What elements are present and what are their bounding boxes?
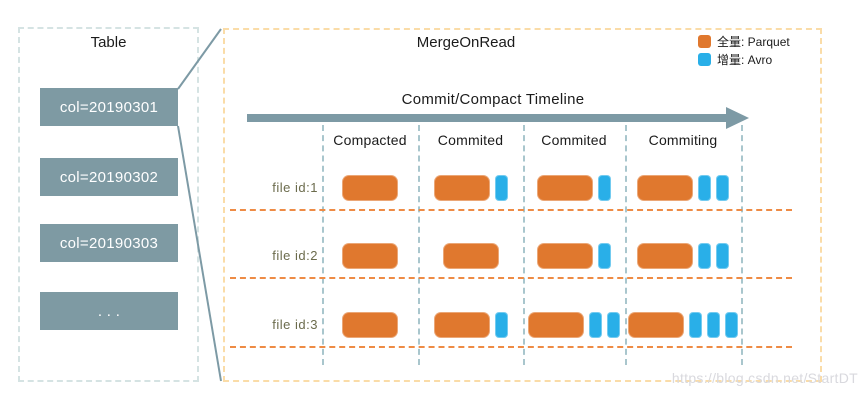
avro-file-icon	[716, 175, 729, 201]
file-cell-r1-c3	[523, 175, 625, 201]
parquet-file-icon	[342, 243, 398, 269]
avro-file-icon	[698, 243, 711, 269]
avro-swatch-icon	[698, 52, 711, 66]
column-guide-2	[418, 125, 420, 365]
file-cell-r2-c4	[625, 243, 741, 269]
file-cell-r3-c2	[418, 312, 523, 338]
avro-file-icon	[725, 312, 738, 338]
file-cell-r1-c1	[322, 175, 418, 201]
column-guide-5	[741, 125, 743, 365]
table-panel-title: Table	[90, 34, 127, 51]
column-header-2: Commited	[437, 132, 504, 148]
file-cell-r3-c1	[322, 312, 418, 338]
file-row-2	[322, 243, 741, 269]
column-guide-4	[625, 125, 627, 365]
parquet-file-icon	[433, 175, 490, 201]
avro-file-icon	[598, 175, 611, 201]
avro-file-icon	[707, 312, 720, 338]
parquet-file-icon	[537, 175, 593, 201]
parquet-file-icon	[628, 312, 684, 338]
avro-file-icon	[716, 243, 729, 269]
partition-box-2: col=20190302	[40, 158, 178, 196]
file-id-label-2: file id:2	[272, 248, 318, 263]
row-separator-3	[230, 346, 792, 348]
legend-item-1: 全量: Parquet	[698, 33, 790, 49]
parquet-file-icon	[637, 175, 693, 201]
timeline-label: Commit/Compact Timeline	[401, 91, 585, 108]
legend: 全量: Parquet 增量: Avro	[698, 33, 790, 69]
column-guide-1	[322, 125, 324, 365]
column-header-3: Commited	[541, 132, 607, 148]
file-id-label-3: file id:3	[272, 317, 318, 332]
parquet-file-icon	[433, 312, 490, 338]
partition-box-1: col=20190301	[40, 88, 178, 126]
legend-label: 全量: Parquet	[717, 34, 790, 49]
parquet-file-icon	[637, 243, 693, 269]
partition-box-4: . . .	[40, 292, 178, 330]
column-guide-3	[523, 125, 525, 365]
file-cell-r3-c4	[625, 312, 741, 338]
file-id-label-1: file id:1	[272, 180, 318, 195]
parquet-swatch-icon	[698, 34, 711, 48]
row-separator-2	[230, 277, 792, 279]
parquet-file-icon	[342, 312, 398, 338]
partition-box-3: col=20190303	[40, 224, 178, 262]
watermark: https://blog.csdn.net/StartDT	[671, 370, 858, 386]
file-cell-r3-c3	[523, 312, 625, 338]
file-row-3	[322, 312, 741, 338]
column-header-1: Compacted	[333, 132, 407, 148]
row-separator-1	[230, 209, 792, 211]
avro-file-icon	[494, 312, 508, 338]
avro-file-icon	[598, 243, 611, 269]
column-header-4: Commiting	[648, 132, 718, 148]
file-cell-r2-c3	[523, 243, 625, 269]
file-row-1	[322, 175, 741, 201]
file-cell-r1-c4	[625, 175, 741, 201]
file-cell-r2-c2	[418, 243, 523, 269]
avro-file-icon	[698, 175, 711, 201]
avro-file-icon	[494, 175, 508, 201]
parquet-file-icon	[442, 243, 499, 269]
file-cell-r1-c2	[418, 175, 523, 201]
avro-file-icon	[689, 312, 702, 338]
parquet-file-icon	[528, 312, 584, 338]
file-cell-r2-c1	[322, 243, 418, 269]
avro-file-icon	[607, 312, 620, 338]
legend-item-2: 增量: Avro	[698, 51, 790, 67]
merge-on-read-title: MergeOnRead	[416, 34, 516, 51]
merge-on-read-panel	[223, 28, 822, 382]
parquet-file-icon	[537, 243, 593, 269]
legend-label: 增量: Avro	[717, 52, 773, 67]
parquet-file-icon	[342, 175, 398, 201]
avro-file-icon	[589, 312, 602, 338]
